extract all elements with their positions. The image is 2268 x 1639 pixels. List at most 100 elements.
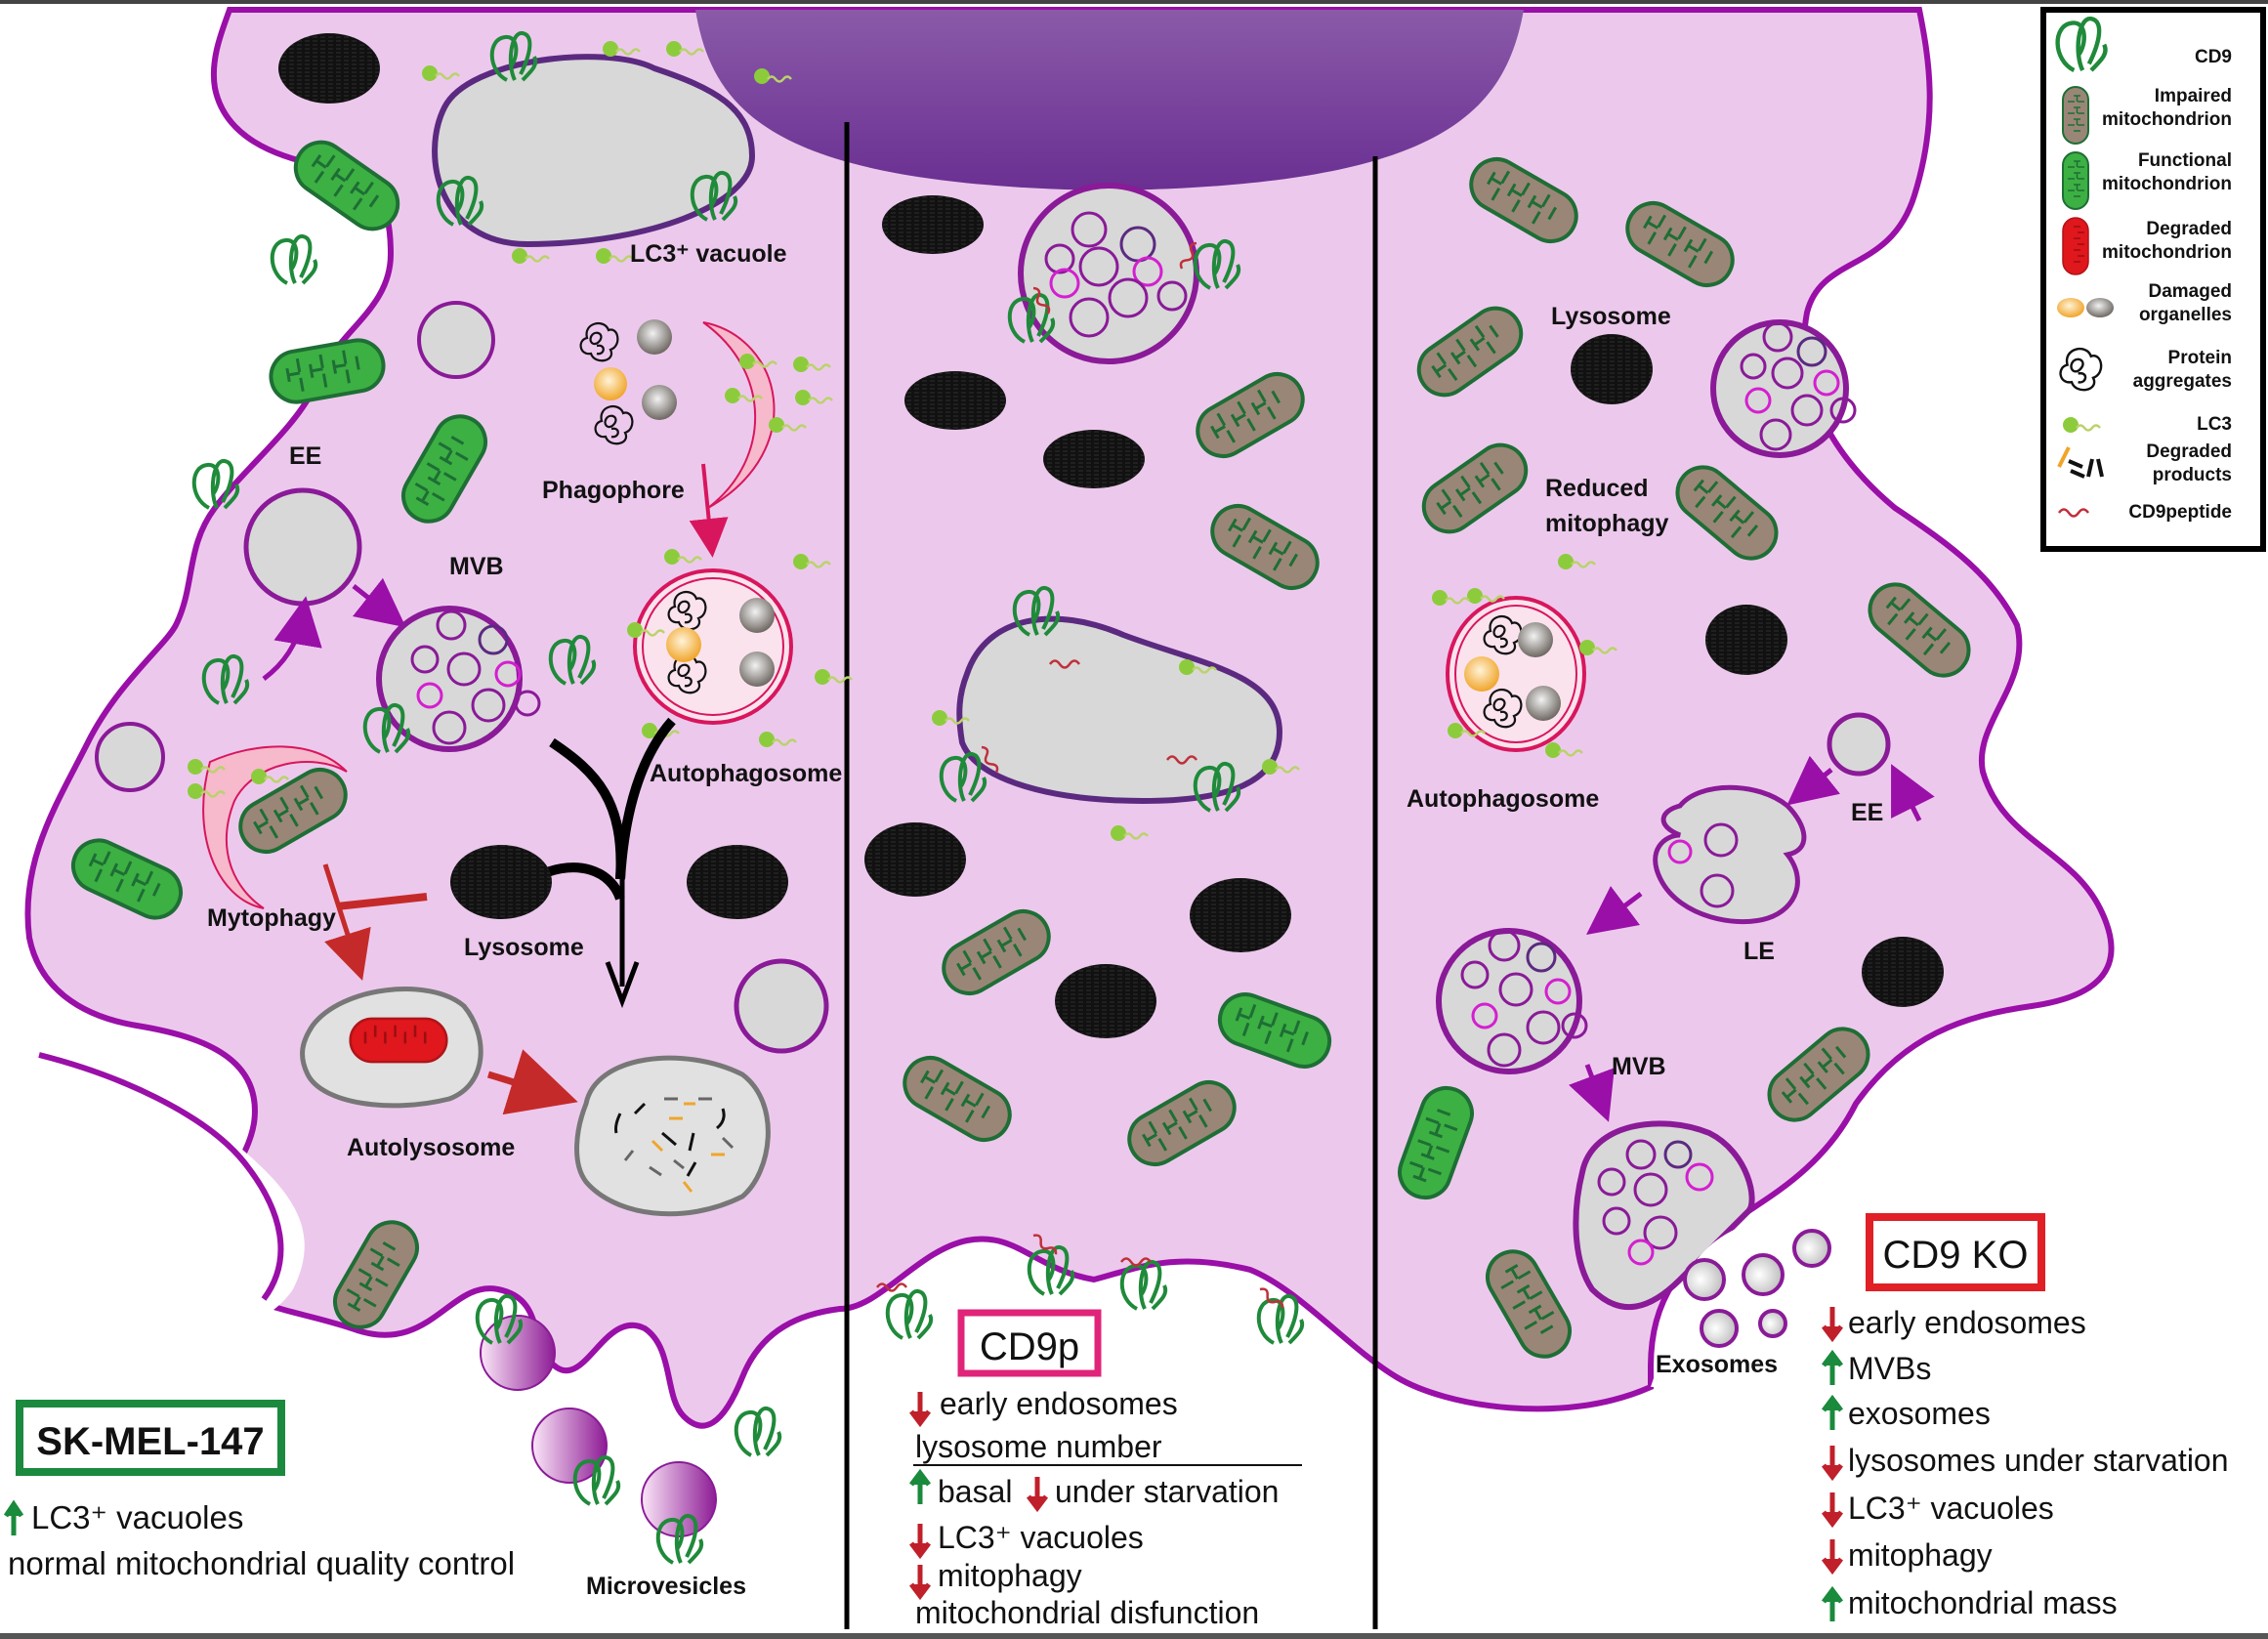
ko-line-6: mitophagy: [1848, 1537, 1993, 1573]
cd9p-line-5: mitophagy: [938, 1558, 1082, 1593]
label-reduced-mitophagy-1: Reduced: [1545, 475, 1649, 502]
vesicle: [417, 301, 495, 379]
arrow-up-icon: [3, 1499, 24, 1535]
legend-cd9peptide: CD9peptide: [2128, 502, 2232, 523]
lysosome: [1862, 937, 1944, 1007]
arrow-down-icon: [1822, 1307, 1843, 1343]
multivesicular-body: [1710, 319, 1857, 458]
arrow-down-icon: [909, 1565, 931, 1601]
cd9p-summary: CD9p early endosomes lysosome number bas…: [909, 1309, 1302, 1630]
multivesicular-body: [1007, 183, 1241, 364]
top-caption-strip: [0, 0, 2268, 4]
cd9-ko-summary: CD9 KO early endosomes MVBs exosomes lys…: [1822, 1213, 2229, 1621]
label-ee-left: EE: [289, 442, 321, 470]
early-endosome: [243, 487, 362, 607]
legend-cd9: CD9: [2195, 47, 2232, 67]
exosome: [1683, 1258, 1726, 1301]
autophagosome: [1430, 552, 1618, 760]
legend-damaged-1: Damaged: [2148, 281, 2232, 302]
lysosome: [1043, 430, 1145, 488]
damaged-organelles-icon: [2057, 298, 2114, 317]
exosome: [1742, 1253, 1785, 1296]
degraded-mitochondrion-icon: [2062, 217, 2089, 275]
legend-impaired-1: Impaired: [2155, 86, 2232, 106]
arrow-up-icon: [909, 1468, 931, 1504]
multivesicular-body: [362, 606, 597, 754]
right-panel-organelles: [1393, 149, 1979, 1387]
label-autophagosome-left: Autophagosome: [650, 760, 842, 787]
cd9p-line-2: lysosome number: [915, 1429, 1162, 1464]
cd9p-title: CD9p: [980, 1325, 1079, 1368]
ko-line-5: LC3⁺ vacuoles: [1848, 1491, 2054, 1526]
exosome: [1792, 1229, 1831, 1268]
cd9p-line-6: mitochondrial disfunction: [915, 1595, 1259, 1630]
label-microvesicles: Microvesicles: [586, 1573, 746, 1600]
lysosome: [864, 822, 966, 897]
lysosome: [1190, 878, 1291, 952]
lc3-vacuole: [432, 54, 756, 248]
cd9p-line-3b: under starvation: [1055, 1474, 1279, 1509]
lysosome: [1705, 605, 1787, 675]
lysosome: [687, 845, 788, 919]
functional-mitochondrion-icon: [2063, 152, 2088, 209]
arrow-down-icon: [1822, 1492, 1843, 1529]
arrow-down-icon: [1822, 1446, 1843, 1482]
microvesicle: [480, 1315, 556, 1391]
ko-line-1: early endosomes: [1848, 1305, 2086, 1340]
cd9p-line-4: LC3⁺ vacuoles: [938, 1520, 1144, 1555]
label-phagophore: Phagophore: [542, 477, 685, 504]
sk-mel-147-title: SK-MEL-147: [36, 1420, 264, 1463]
label-ee-right: EE: [1851, 799, 1883, 826]
late-endosome: [1653, 784, 1807, 925]
cd9p-line-1: early endosomes: [940, 1386, 1178, 1421]
sk-mel-147-summary: SK-MEL-147 LC3⁺ vacuoles normal mitochon…: [3, 1400, 515, 1581]
cd9p-line-3a: basal: [938, 1474, 1013, 1509]
label-reduced-mitophagy-2: mitophagy: [1545, 510, 1668, 537]
impaired-mitochondrion-icon: [2063, 87, 2088, 144]
autophagosome: [625, 547, 854, 749]
cd9-ko-title: CD9 KO: [1883, 1234, 2029, 1277]
arrow-up-icon: [1822, 1585, 1843, 1621]
legend-impaired-2: mitochondrion: [2102, 109, 2232, 130]
lysosome: [904, 371, 1006, 430]
legend-functional-2: mitochondrion: [2102, 174, 2232, 194]
label-mitophagy: Mytophagy: [207, 904, 336, 932]
legend-lc3: LC3: [2197, 414, 2232, 435]
autolysosome: [300, 987, 483, 1109]
arrow-down-icon: [1822, 1539, 1843, 1576]
multivesicular-body: [1436, 928, 1588, 1074]
ko-line-7: mitochondrial mass: [1848, 1585, 2118, 1620]
arrow-up-icon: [1822, 1394, 1843, 1430]
lysosome: [278, 33, 380, 104]
sk-summary-line-1: LC3⁺ vacuoles: [31, 1499, 243, 1535]
vesicle: [734, 958, 829, 1054]
label-lc3-vacuole: LC3⁺ vacuole: [630, 240, 787, 268]
legend-protein-2: aggregates: [2133, 371, 2232, 392]
legend-protein-1: Protein: [2168, 348, 2232, 368]
legend-degraded-2: mitochondrion: [2102, 242, 2232, 263]
lysosome: [450, 845, 552, 919]
sk-summary-line-2: normal mitochondrial quality control: [8, 1545, 515, 1581]
lysosome: [1571, 334, 1653, 404]
arrow-down-icon: [909, 1392, 931, 1428]
label-autolysosome: Autolysosome: [347, 1134, 515, 1161]
legend-functional-1: Functional: [2138, 150, 2232, 171]
legend-products-1: Degraded: [2146, 441, 2232, 462]
label-mvb-right: MVB: [1612, 1053, 1666, 1080]
nucleus: [695, 10, 1524, 190]
label-lysosome-right: Lysosome: [1551, 303, 1671, 330]
exosome: [1700, 1309, 1739, 1348]
label-le: LE: [1743, 938, 1775, 965]
exosome: [1758, 1309, 1787, 1338]
arrow-down-icon: [1027, 1477, 1048, 1513]
legend-damaged-2: organelles: [2139, 305, 2232, 325]
lysosome: [1055, 964, 1156, 1038]
bottom-strip: [0, 1633, 2268, 1639]
legend-degraded-1: Degraded: [2146, 219, 2232, 239]
label-lysosome-left: Lysosome: [464, 934, 584, 961]
label-autophagosome-right: Autophagosome: [1407, 785, 1599, 813]
ko-line-2: MVBs: [1848, 1351, 1931, 1386]
legend: CD9 Impaired mitochondrion Functional mi…: [2040, 7, 2266, 552]
early-endosome: [1827, 712, 1891, 777]
middle-panel-organelles: [864, 183, 1336, 1345]
